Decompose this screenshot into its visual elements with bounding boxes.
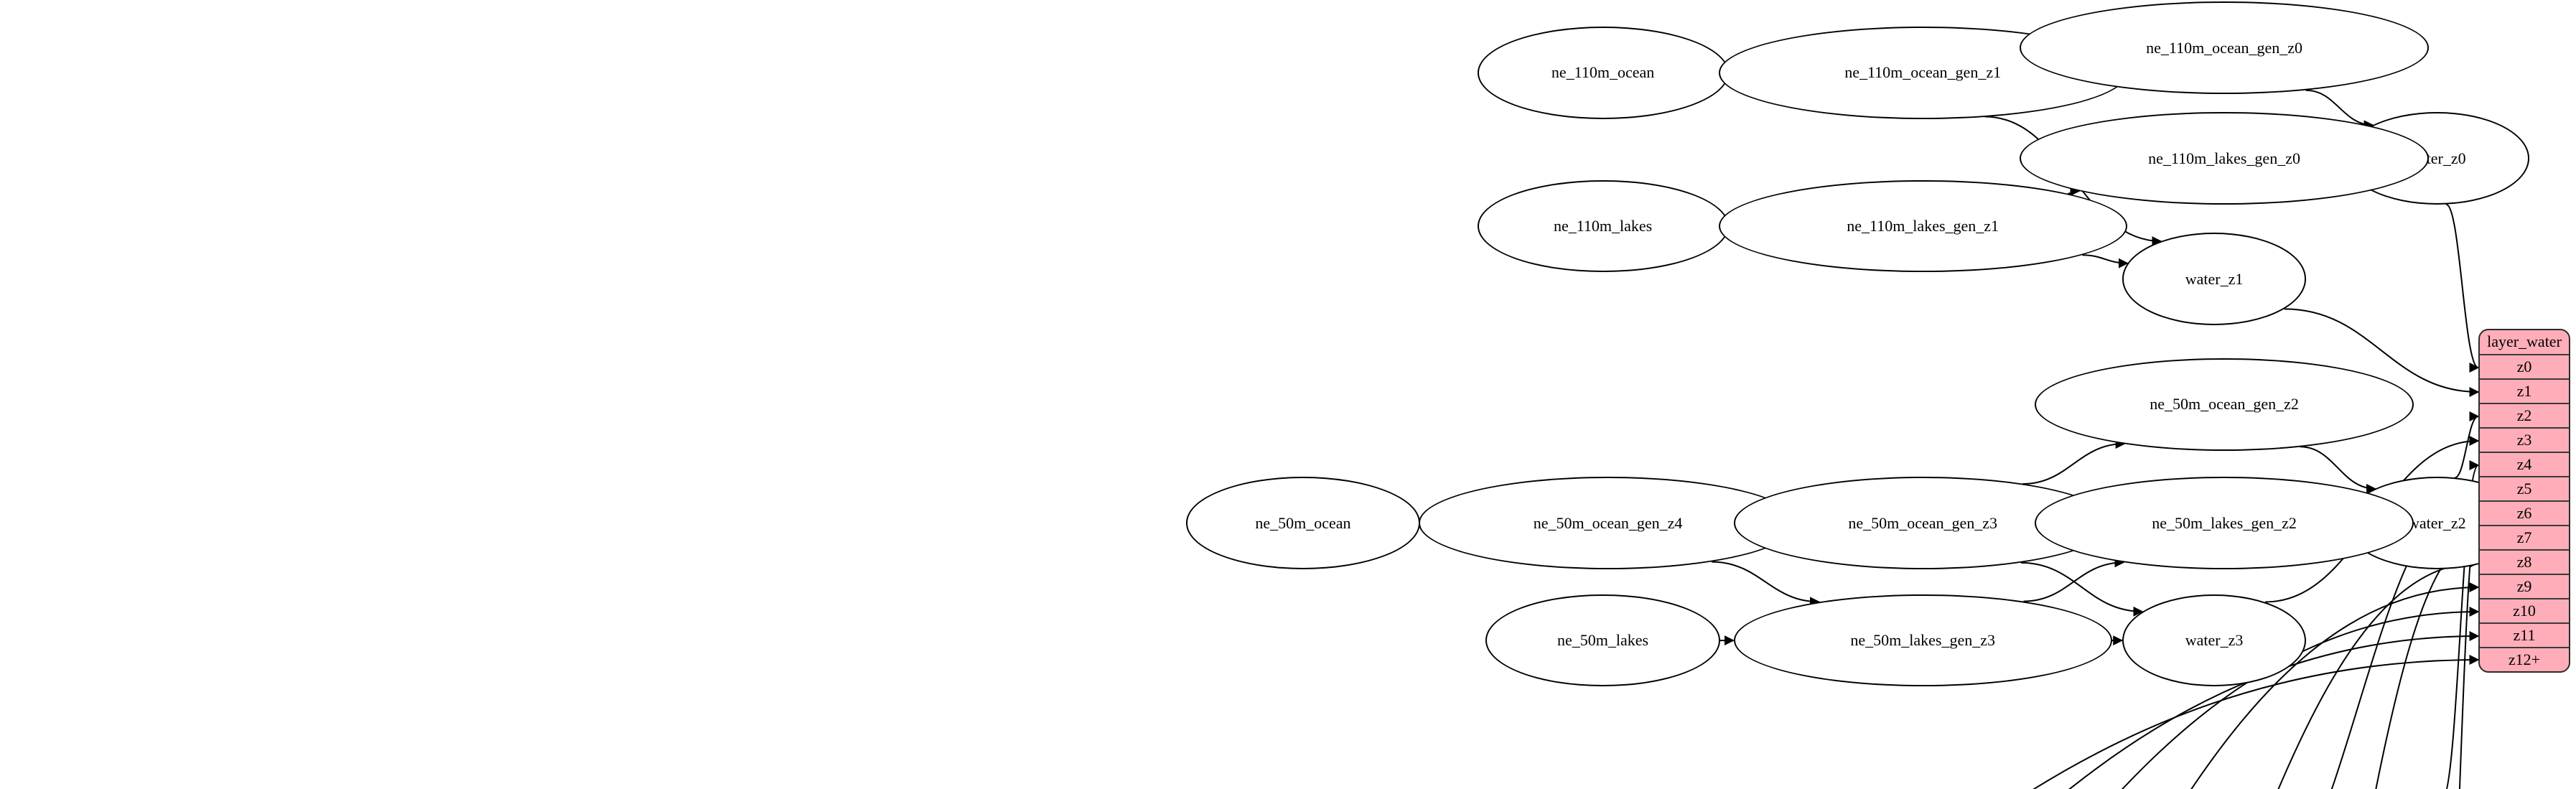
table-row-z11[interactable]: z11 [2480,624,2569,648]
node-water_z3[interactable]: water_z3 [2122,594,2307,687]
node-label: ne_110m_ocean_gen_z1 [1844,63,2002,82]
node-label: ne_50m_lakes [1557,631,1649,650]
table-header: layer_water [2480,330,2569,355]
edge-water_z7-to-layer_water.z7 [2375,533,2480,789]
node-water_z1[interactable]: water_z1 [2122,233,2307,325]
table-row-z4[interactable]: z4 [2480,453,2569,477]
node-label: ne_110m_lakes [1553,216,1653,235]
table-row-z7[interactable]: z7 [2480,526,2569,551]
node-label: ne_110m_lakes_gen_z1 [1847,216,1999,235]
table-row-z3[interactable]: z3 [2480,429,2569,453]
node-ne_110m_lakes_gen_z0[interactable]: ne_110m_lakes_gen_z0 [2020,112,2429,205]
table-row-z5[interactable]: z5 [2480,477,2569,502]
table-row-z1[interactable]: z1 [2480,380,2569,404]
node-label: water_z1 [2185,269,2244,288]
table-row-z9[interactable]: z9 [2480,575,2569,599]
node-ne_50m_ocean_gen_z3[interactable]: ne_50m_ocean_gen_z3 [1733,477,2112,570]
edge-ne_50m_ocean_gen_z4-to-ne_50m_lakes_gen_z3 [1712,561,1820,607]
edge-ne_110m_lakes_gen_z1-to-water_z1 [2082,254,2129,269]
node-label: ne_50m_ocean [1255,513,1351,532]
table-row-z2[interactable]: z2 [2480,404,2569,429]
node-label: ne_110m_lakes_gen_z0 [2148,149,2300,167]
node-ne_110m_ocean_gen_z0[interactable]: ne_110m_ocean_gen_z0 [2020,1,2429,95]
node-ne_50m_ocean[interactable]: ne_50m_ocean [1185,477,1421,570]
node-ne_50m_lakes_gen_z3[interactable]: ne_50m_lakes_gen_z3 [1733,594,2112,687]
node-label: water_z2 [2408,513,2466,532]
table-row-z10[interactable]: z10 [2480,599,2569,624]
node-label: ne_50m_lakes_gen_z3 [1850,631,1995,650]
node-label: ne_50m_lakes_gen_z2 [2152,513,2297,532]
node-label: water_z3 [2185,631,2244,650]
edge-ne_50m_ocean_gen_z3-to-water_z3 [2020,561,2144,617]
node-ne_50m_lakes_gen_z2[interactable]: ne_50m_lakes_gen_z2 [2035,477,2414,570]
edge-ne_50m_lakes_gen_z3-to-ne_50m_lakes_gen_z2 [2023,557,2125,602]
edge-water_z12-to-layer_water.z12+ [2033,655,2480,789]
edge-water_z0-to-layer_water.z0 [2445,203,2480,373]
node-label: ne_50m_ocean_gen_z4 [1533,513,1683,532]
node-ne_50m_lakes[interactable]: ne_50m_lakes [1485,594,1720,687]
edge-ne_50m_ocean_gen_z2-to-water_z2 [2300,446,2377,494]
table-row-z6[interactable]: z6 [2480,502,2569,526]
node-ne_50m_ocean_gen_z2[interactable]: ne_50m_ocean_gen_z2 [2035,358,2414,451]
node-ne_110m_ocean[interactable]: ne_110m_ocean [1477,26,1729,119]
edge-ne_110m_lakes_gen_z1-to-ne_110m_lakes_gen_z0 [2068,186,2081,197]
node-ne_110m_lakes_gen_z1[interactable]: ne_110m_lakes_gen_z1 [1718,179,2127,273]
table-row-z12+[interactable]: z12+ [2508,650,2541,668]
table-row-z8[interactable]: z8 [2480,551,2569,575]
table-row-z0[interactable]: z0 [2480,355,2569,380]
node-ne_110m_lakes[interactable]: ne_110m_lakes [1477,179,1729,273]
edge-water_z8-to-layer_water.z8 [2277,558,2480,789]
node-label: ne_50m_ocean_gen_z3 [1848,513,1998,532]
node-label: ne_110m_ocean [1551,63,1655,82]
node-label: ne_50m_ocean_gen_z2 [2150,395,2299,414]
edge-ne_50m_ocean_gen_z3-to-ne_50m_ocean_gen_z2 [2022,439,2126,485]
edge-water_z2-to-layer_water.z2 [2454,411,2480,479]
edge-water_z1-to-layer_water.z1 [2284,308,2480,397]
edge-water_z11-to-layer_water.z11 [2068,631,2480,789]
node-label: ne_110m_ocean_gen_z0 [2146,38,2303,57]
